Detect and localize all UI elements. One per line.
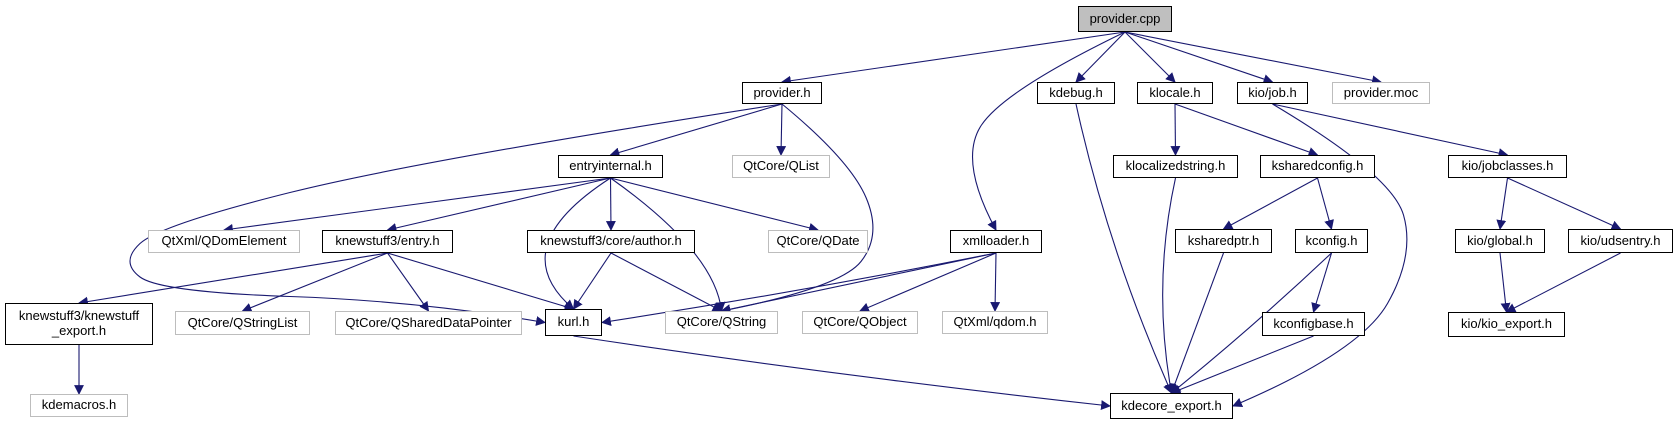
edge-provider-h-to-qtcore-qstring — [720, 103, 874, 315]
edge-provider-cpp-to-xmlloader-h — [971, 31, 1126, 231]
graph-node-ksharedconfig-h[interactable]: ksharedconfig.h — [1260, 155, 1375, 178]
graph-node-qtcore-qshareddatapointer: QtCore/QSharedDataPointer — [335, 311, 522, 335]
graph-node-qtxml-qdom-h: QtXml/qdom.h — [942, 311, 1048, 334]
edge-provider-h-to-kurl-h — [129, 103, 783, 326]
edge-kio-udsentry-h-to-kio-kio-export-h — [1505, 252, 1621, 313]
edge-provider-cpp-to-provider-h — [781, 31, 1126, 86]
edge-kio-global-h-to-kio-kio-export-h — [1499, 252, 1511, 313]
edge-klocale-h-to-ksharedconfig-h — [1174, 103, 1319, 157]
edge-xmlloader-h-to-qtcore-qobject — [859, 252, 997, 313]
edge-entryinternal-h-to-knewstuff3-entry-h — [386, 177, 611, 233]
graph-node-qtcore-qstringlist: QtCore/QStringList — [175, 311, 310, 335]
edge-kio-jobclasses-h-to-kio-udsentry-h — [1507, 177, 1622, 230]
edge-kdebug-h-to-kdecore-export-h — [1075, 103, 1173, 394]
edge-provider-cpp-to-klocale-h — [1124, 31, 1176, 83]
edge-ksharedptr-h-to-kdecore-export-h — [1169, 252, 1225, 394]
graph-node-klocale-h[interactable]: klocale.h — [1137, 82, 1213, 104]
edge-xmlloader-h-to-qtxml-qdom-h — [990, 252, 1001, 312]
graph-node-kconfig-h[interactable]: kconfig.h — [1295, 229, 1368, 253]
edge-knewstuff3-entry-h-to-knewstuff-export-h — [78, 252, 388, 307]
graph-node-kdebug-h[interactable]: kdebug.h — [1037, 82, 1115, 104]
graph-node-provider-moc: provider.moc — [1332, 82, 1430, 104]
edge-klocale-h-to-klocalizedstring-h — [1170, 103, 1181, 156]
edge-knewstuff3-entry-h-to-qtcore-qshareddatapointer — [387, 252, 430, 312]
edge-xmlloader-h-to-kurl-h — [601, 252, 997, 327]
edge-knewstuff3-entry-h-to-kurl-h — [387, 252, 575, 312]
edge-author-h-to-qtcore-qstring — [610, 252, 723, 312]
edge-provider-cpp-to-kio-job-h — [1124, 31, 1274, 84]
graph-node-knewstuff3-entry-h[interactable]: knewstuff3/entry.h — [322, 230, 453, 253]
edge-knewstuff3-entry-h-to-qtcore-qstringlist — [241, 252, 388, 313]
edge-provider-cpp-to-kdebug-h — [1075, 31, 1126, 83]
graph-node-qtxml-qdomelement: QtXml/QDomElement — [148, 230, 300, 253]
graph-node-kio-udsentry-h[interactable]: kio/udsentry.h — [1568, 229, 1673, 253]
edge-entryinternal-h-to-author-h — [605, 177, 616, 231]
edge-provider-cpp-to-provider-moc — [1124, 31, 1382, 86]
graph-node-qtcore-qobject: QtCore/QObject — [802, 311, 918, 334]
edge-author-h-to-kurl-h — [572, 252, 612, 310]
graph-node-kio-jobclasses-h[interactable]: kio/jobclasses.h — [1448, 155, 1567, 178]
edge-xmlloader-h-to-qtcore-qstring — [720, 252, 997, 315]
edge-entryinternal-h-to-qtcore-qdate — [610, 177, 819, 233]
graph-node-kdemacros-h: kdemacros.h — [30, 394, 128, 417]
graph-node-knewstuff-export-h[interactable]: knewstuff3/knewstuff_export.h — [5, 303, 153, 345]
graph-node-kio-job-h[interactable]: kio/job.h — [1237, 82, 1308, 104]
graph-node-kconfigbase-h[interactable]: kconfigbase.h — [1262, 312, 1365, 336]
graph-node-qtcore-qdate: QtCore/QDate — [768, 230, 868, 253]
graph-node-kio-global-h[interactable]: kio/global.h — [1455, 229, 1545, 253]
edge-klocalizedstring-h-to-kdecore-export-h — [1162, 177, 1177, 394]
edge-kurl-h-to-kdecore-export-h — [573, 335, 1111, 410]
graph-node-provider-cpp: provider.cpp — [1078, 6, 1172, 32]
graph-node-klocalizedstring-h[interactable]: klocalizedstring.h — [1113, 155, 1238, 178]
graph-node-qtcore-qstring: QtCore/QString — [665, 311, 778, 334]
edge-ksharedconfig-h-to-ksharedptr-h — [1222, 177, 1318, 230]
graph-node-qtcore-qlist: QtCore/QList — [732, 155, 830, 178]
edge-kio-job-h-to-kdecore-export-h — [1232, 103, 1408, 408]
edge-kconfig-h-to-kdecore-export-h — [1170, 252, 1332, 394]
edge-provider-h-to-entryinternal-h — [609, 103, 783, 158]
edge-kconfigbase-h-to-kdecore-export-h — [1170, 335, 1314, 395]
graph-node-kio-kio-export-h[interactable]: kio/kio_export.h — [1448, 312, 1565, 337]
graph-node-entryinternal-h[interactable]: entryinternal.h — [558, 155, 663, 178]
graph-node-author-h[interactable]: knewstuff3/core/author.h — [527, 230, 695, 253]
graph-node-kurl-h[interactable]: kurl.h — [545, 309, 602, 336]
graph-node-kdecore-export-h[interactable]: kdecore_export.h — [1110, 393, 1233, 419]
edge-kconfig-h-to-kconfigbase-h — [1311, 252, 1333, 313]
edge-provider-h-to-qtcore-qlist — [776, 103, 787, 156]
graph-node-provider-h[interactable]: provider.h — [742, 82, 822, 104]
edge-kio-job-h-to-kio-jobclasses-h — [1272, 103, 1509, 158]
graph-node-ksharedptr-h[interactable]: ksharedptr.h — [1175, 229, 1272, 253]
graph-node-xmlloader-h[interactable]: xmlloader.h — [950, 230, 1042, 253]
edge-ksharedconfig-h-to-kconfig-h — [1316, 177, 1334, 230]
edge-entryinternal-h-to-qtxml-qdomelement — [223, 177, 611, 234]
edge-kio-jobclasses-h-to-kio-global-h — [1496, 177, 1509, 230]
